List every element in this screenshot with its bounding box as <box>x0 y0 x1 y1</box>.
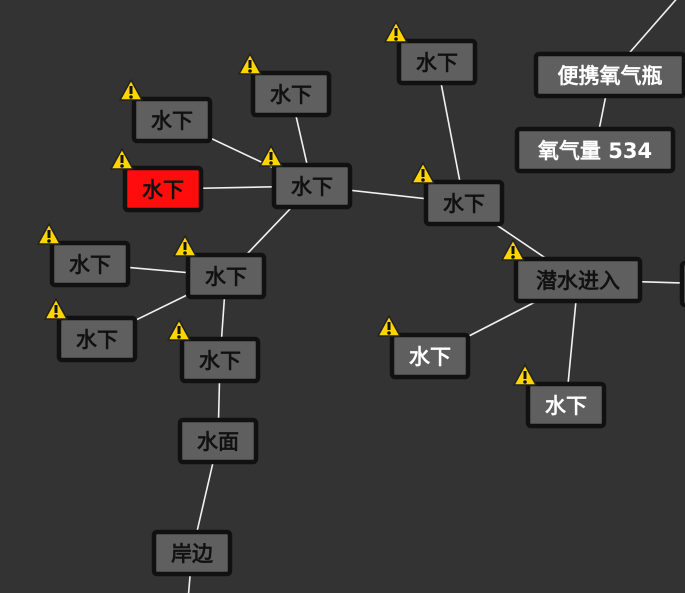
node-label: 岸边 <box>171 542 214 566</box>
warning-icon <box>259 145 283 167</box>
graph-node-n8[interactable]: 水下 <box>411 162 505 227</box>
node-box <box>185 252 267 300</box>
edge-n3-n8 <box>436 61 465 204</box>
warning-icon <box>37 223 61 245</box>
node-box <box>177 417 259 465</box>
warning-icon <box>173 235 197 257</box>
graph-node-n11[interactable]: 潜水进入 <box>501 239 643 304</box>
warning-icon <box>119 79 143 101</box>
warning-icon <box>411 162 435 184</box>
node-label: 水下 <box>545 394 587 418</box>
node-label: 水下 <box>409 345 451 369</box>
graph-node-n14[interactable]: 水下 <box>377 315 471 380</box>
graph-node-n12[interactable]: 水下 <box>44 298 138 363</box>
node-box <box>679 260 685 308</box>
graph-node-n13[interactable]: 水下 <box>167 319 261 384</box>
node-label: 水下 <box>76 328 118 352</box>
warning-icon <box>513 364 537 386</box>
warning-icon <box>167 319 191 341</box>
node-box <box>131 96 213 144</box>
node-label: 水下 <box>416 51 458 75</box>
warning-icon <box>501 239 525 261</box>
graph-node-n6-current[interactable]: 水下 <box>110 148 204 213</box>
node-box <box>271 162 353 210</box>
node-label: 水下 <box>291 175 333 199</box>
node-layer: 水下水下水下便携氧气瓶氧气量 534水下水下水下水下水下潜水进入水下水下水下水下… <box>37 21 685 577</box>
node-box <box>513 256 643 304</box>
warning-icon <box>44 298 68 320</box>
node-label: 水下 <box>270 83 312 107</box>
node-box <box>423 179 505 227</box>
node-label: 潜水进入 <box>536 269 620 293</box>
node-box <box>533 51 685 99</box>
warning-icon <box>384 21 408 43</box>
node-label: 水下 <box>69 253 111 277</box>
node-label: 氧气量 534 <box>538 139 652 163</box>
node-box <box>151 529 233 577</box>
graph-node-n5[interactable]: 氧气量 534 <box>514 126 676 174</box>
node-label: 水下 <box>443 192 485 216</box>
graph-node-n16[interactable]: 水面 <box>177 417 259 465</box>
graph-node-n17[interactable]: 岸边 <box>151 529 233 577</box>
graph-node-n2[interactable]: 水下 <box>238 53 332 118</box>
graph-node-n15[interactable]: 水下 <box>513 364 607 429</box>
node-label: 便携氧气瓶 <box>558 64 663 88</box>
graph-node-n3[interactable]: 水下 <box>384 21 478 86</box>
graph-node-n18[interactable] <box>679 260 685 308</box>
node-box <box>389 332 471 380</box>
graph-node-n1[interactable]: 水下 <box>119 79 213 144</box>
node-box <box>250 70 332 118</box>
node-label: 水下 <box>205 265 247 289</box>
node-box <box>49 240 131 288</box>
node-box <box>56 315 138 363</box>
node-label: 水面 <box>197 430 239 454</box>
node-box <box>122 165 204 213</box>
node-box <box>179 336 261 384</box>
graph-node-n10[interactable]: 水下 <box>173 235 267 300</box>
warning-icon <box>110 148 134 170</box>
graph-node-n4[interactable]: 便携氧气瓶 <box>533 51 685 99</box>
node-label: 水下 <box>142 178 184 202</box>
graph-node-n7[interactable]: 水下 <box>259 145 353 210</box>
warning-icon <box>377 315 401 337</box>
warning-icon <box>238 53 262 75</box>
node-box <box>514 126 676 174</box>
graph-node-n9[interactable]: 水下 <box>37 223 131 288</box>
node-label: 水下 <box>199 349 241 373</box>
node-box <box>525 381 607 429</box>
node-box <box>396 38 478 86</box>
node-label: 水下 <box>151 109 193 133</box>
